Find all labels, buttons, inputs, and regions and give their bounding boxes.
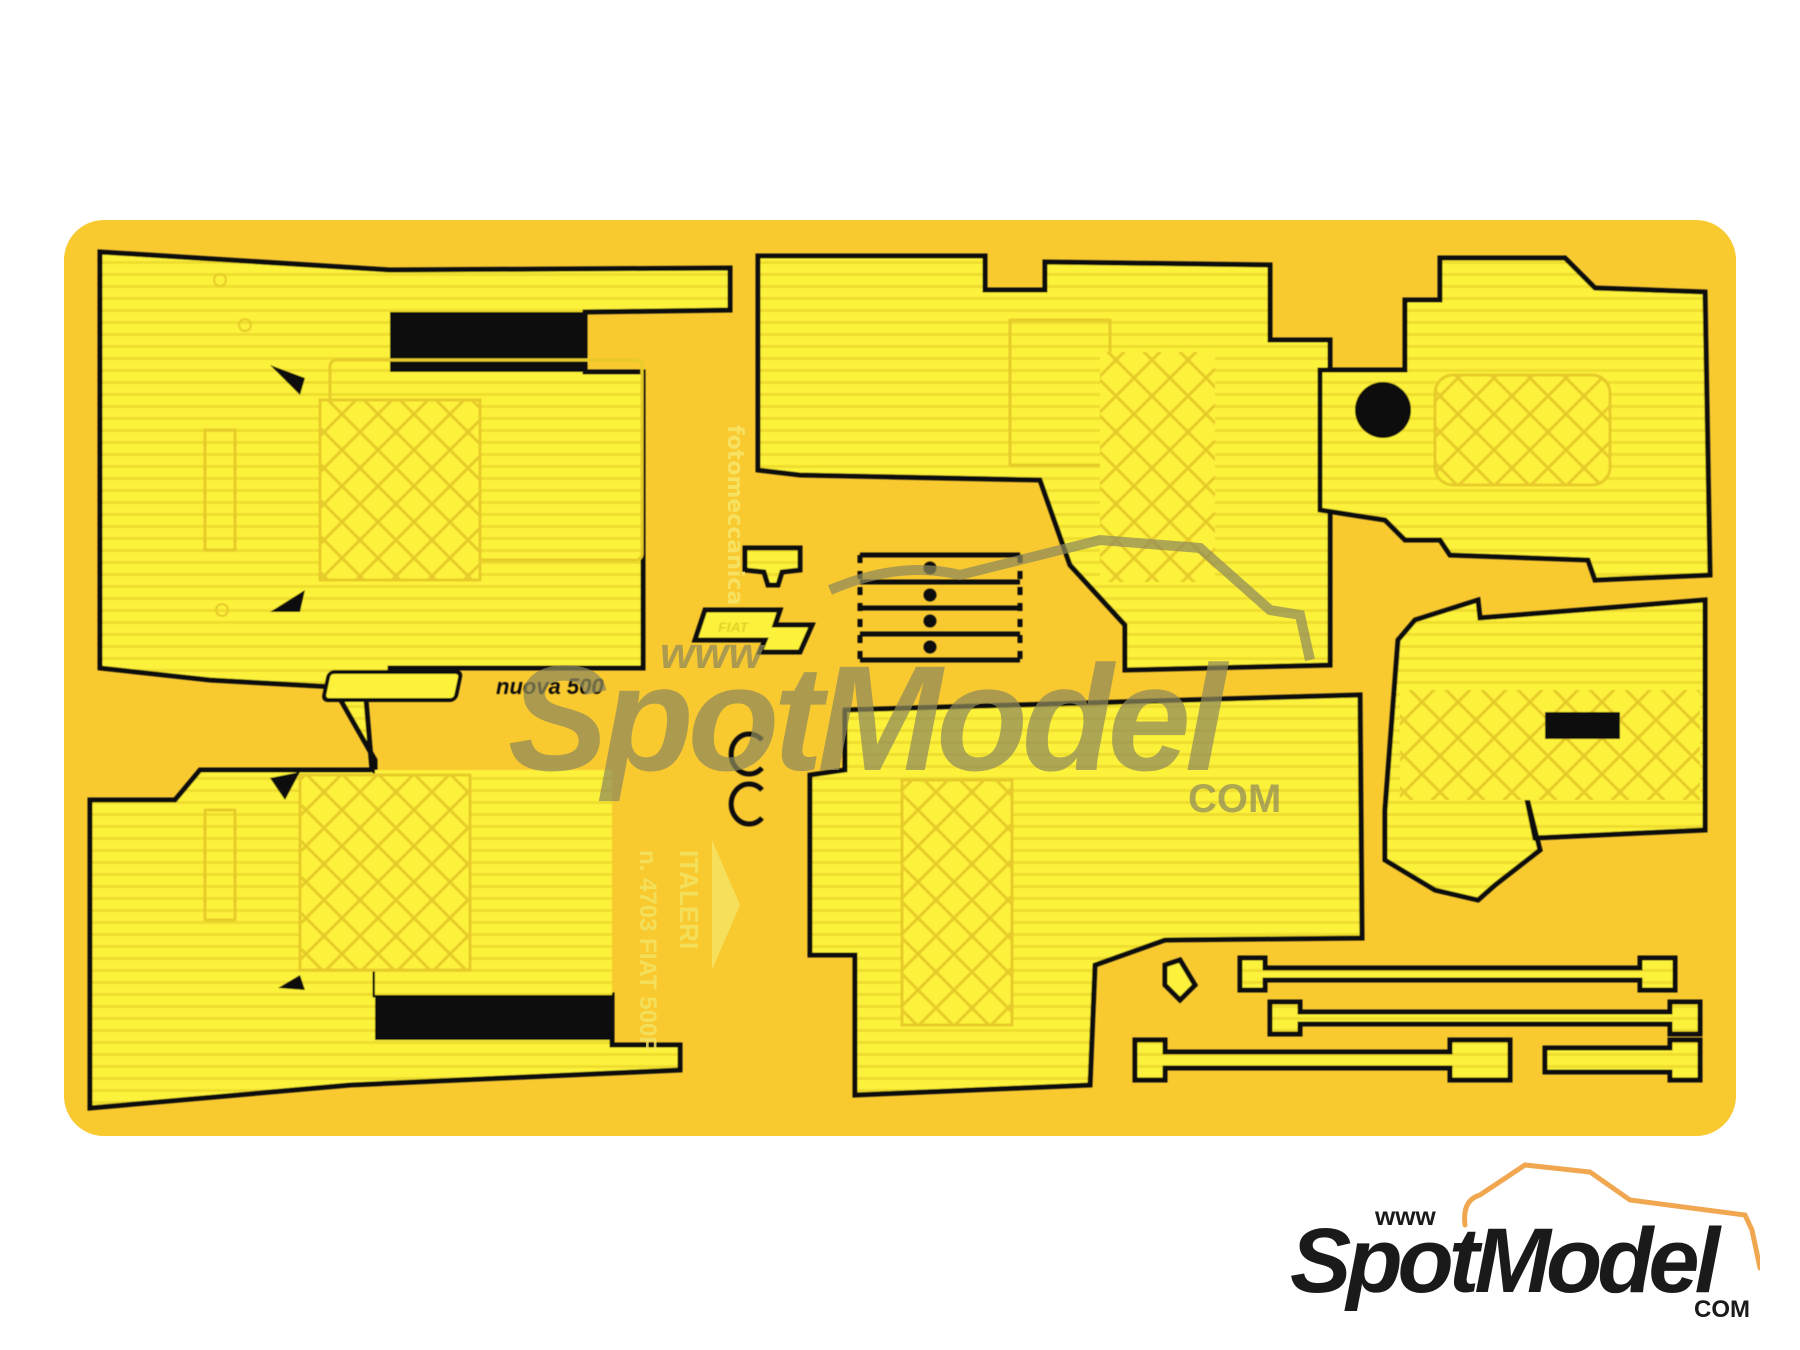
emblem-text: nuova 500 xyxy=(496,674,604,699)
fotomeccanica-mark: fotomeccanica xyxy=(722,425,747,605)
seat-right xyxy=(1382,596,1708,903)
logo-name: SpotModel xyxy=(1290,1210,1723,1312)
spotmodel-watermark: www SpotModel COM xyxy=(508,534,1315,821)
badge-text: FIAT xyxy=(718,619,750,635)
spotmodel-logo: www SpotModel COM xyxy=(1290,1162,1760,1320)
watermark-tld: COM xyxy=(1188,777,1281,821)
italeri-logo-icon xyxy=(712,840,740,970)
watermark-name: SpotModel xyxy=(508,634,1230,802)
door-panel-bottom-left xyxy=(87,685,683,1111)
italeri-mark: ITALERI xyxy=(674,850,704,949)
triangle-clip xyxy=(1162,956,1199,1004)
nuova-500-emblem: nuova 500 xyxy=(322,670,604,702)
logo-tld: COM xyxy=(1694,1296,1750,1320)
watermark-www: www xyxy=(660,629,765,678)
fiat-badge: FIAT xyxy=(691,607,816,655)
car-silhouette-icon xyxy=(1462,1162,1760,1271)
floor-panel-bottom-center xyxy=(807,692,1365,1098)
rod-parts xyxy=(1132,955,1703,1083)
mounting-hole xyxy=(1355,382,1411,438)
small-bracket xyxy=(742,545,803,588)
small-rings xyxy=(728,731,764,827)
seat-top-right xyxy=(1317,255,1713,583)
door-panel-top-left xyxy=(97,249,733,693)
kit-reference-text: n. 4703 FIAT 500F xyxy=(634,850,661,1051)
logo-www: www xyxy=(1374,1201,1436,1231)
